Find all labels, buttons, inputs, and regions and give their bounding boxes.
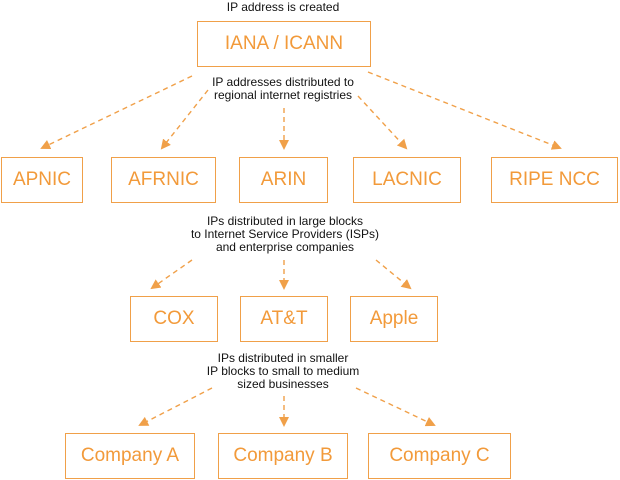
node-label: ARIN	[260, 169, 307, 190]
arrow-root-apnic	[40, 75, 193, 150]
arrow-arin-apple	[375, 259, 412, 290]
arrow-root-lacnic	[357, 95, 408, 150]
node-iana-icann: IANA / ICANN	[197, 21, 371, 67]
arrow-root-afrnic	[160, 89, 209, 150]
node-label: RIPE NCC	[509, 169, 600, 190]
node-arin: ARIN	[239, 157, 328, 203]
note-small-business-distribution: IPs distributed in smaller IP blocks to …	[207, 352, 360, 391]
node-company-a: Company A	[65, 433, 195, 479]
node-label: APNIC	[12, 169, 72, 190]
node-label: Company B	[233, 445, 333, 466]
node-label: LACNIC	[372, 169, 442, 190]
node-label: AFRNIC	[128, 169, 199, 190]
node-apple: Apple	[350, 296, 438, 342]
note-line: IP blocks to small to medium	[206, 364, 360, 378]
note-line: to Internet Service Providers (ISPs)	[190, 227, 380, 241]
node-att: AT&T	[240, 296, 328, 342]
note-line: regional internet registries	[213, 88, 353, 102]
arrow-att-companya	[138, 387, 213, 426]
node-label: AT&T	[260, 308, 308, 329]
node-afrnic: AFRNIC	[111, 157, 216, 203]
note-line: IPs distributed in smaller	[217, 351, 349, 365]
arrow-arin-cox	[150, 259, 193, 290]
node-company-b: Company B	[218, 433, 348, 479]
node-label: Company C	[389, 445, 490, 466]
node-label: IANA / ICANN	[224, 33, 344, 54]
note-line: IP address is created	[226, 0, 340, 14]
note-rir-distribution: IP addresses distributed to regional int…	[212, 76, 354, 102]
note-isp-distribution: IPs distributed in large blocks to Inter…	[191, 215, 379, 254]
node-ripe-ncc: RIPE NCC	[491, 157, 618, 203]
node-label: Company A	[80, 445, 180, 466]
note-line: IPs distributed in large blocks	[206, 214, 364, 228]
node-company-c: Company C	[368, 433, 511, 479]
node-lacnic: LACNIC	[353, 157, 461, 203]
node-label: Apple	[369, 308, 419, 329]
arrow-root-ripe	[367, 71, 562, 150]
node-cox: COX	[130, 296, 218, 342]
note-line: sized businesses	[237, 377, 329, 391]
note-line: and enterprise companies	[215, 240, 355, 254]
note-line: IP addresses distributed to	[212, 75, 354, 89]
note-ip-created: IP address is created	[227, 1, 340, 14]
arrow-att-companyc	[355, 387, 436, 427]
node-apnic: APNIC	[1, 157, 83, 203]
node-label: COX	[153, 308, 195, 329]
